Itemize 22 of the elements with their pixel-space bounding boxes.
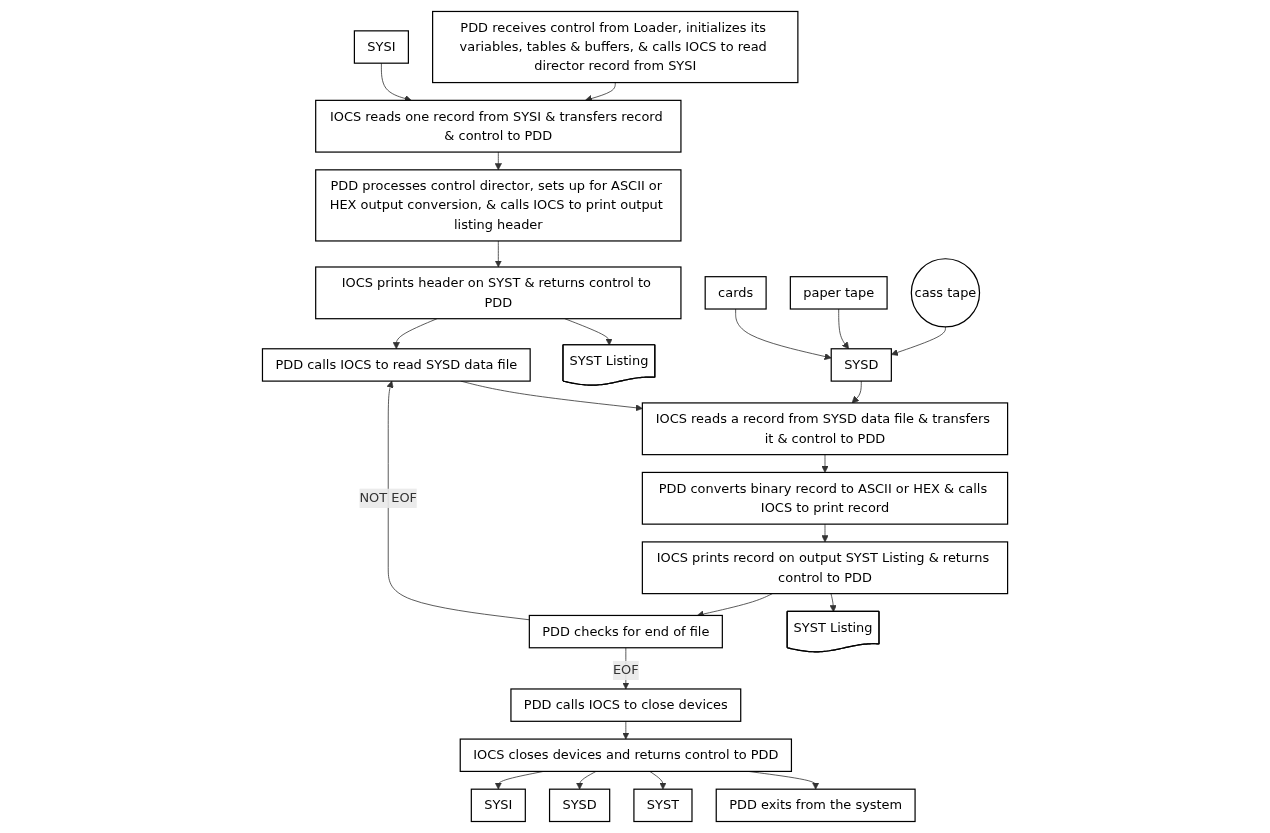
- node-box: SYSD: [830, 348, 892, 382]
- node-box: PDD processes control director, sets up for ASCII or HEX output conversion, & calls IOCS to print output listing header: [315, 169, 682, 242]
- node-box: PDD checks for end of file: [528, 614, 723, 649]
- node-box: IOCS reads a record from SYSD data file & transfers it & control to PDD: [641, 402, 1009, 456]
- node-box: IOCS prints record on output SYST Listing & returns control to PDD: [641, 541, 1009, 595]
- node-box: PDD calls IOCS to close devices: [510, 688, 742, 722]
- node-box: IOCS reads one record from SYSI & transfers record & control to PDD: [315, 99, 682, 153]
- node-box: SYSD: [548, 788, 611, 823]
- node-box: SYSI: [470, 788, 526, 823]
- node-box: IOCS closes devices and returns control to PDD: [459, 738, 792, 773]
- node-circle: cass tape: [910, 258, 981, 328]
- node-box: PDD exits from the system: [715, 788, 916, 823]
- edge-label: NOT EOF: [359, 490, 417, 506]
- node-box: IOCS prints header on SYST & returns control to PDD: [315, 266, 682, 320]
- node-box: PDD receives control from Loader, initializes its variables, tables & buffers, & calls IOCS to read director record from SYSI: [431, 10, 799, 84]
- edge-label: EOF: [612, 662, 639, 678]
- node-box: SYST: [633, 788, 693, 823]
- node-box: cards: [704, 276, 767, 310]
- node-box: PDD converts binary record to ASCII or HEX & calls IOCS to print record: [641, 471, 1009, 525]
- node-box: SYSI: [353, 30, 409, 64]
- node-box: PDD calls IOCS to read SYSD data file: [261, 348, 531, 382]
- node-box: paper tape: [789, 276, 888, 310]
